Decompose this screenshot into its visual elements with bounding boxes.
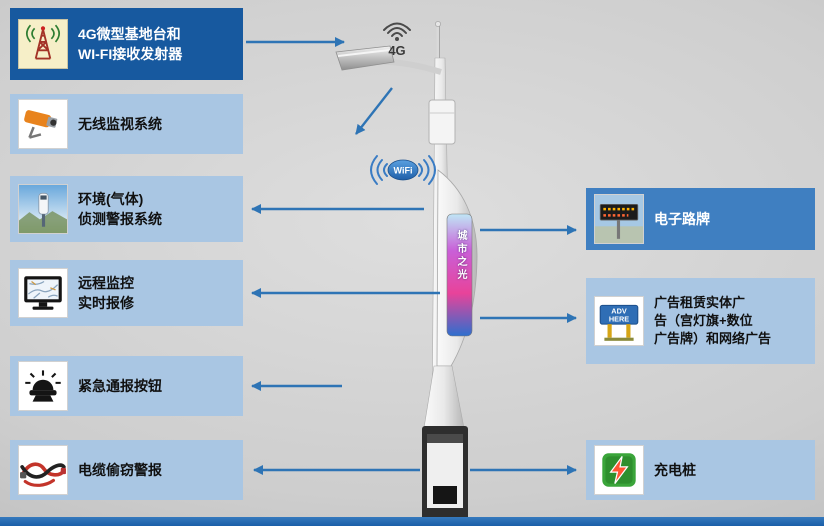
feature-electronic-road-sign: 电子路牌 (586, 188, 815, 250)
feature-cable-theft-alarm: 电缆偷窃警报 (10, 440, 243, 500)
feature-wireless-surveillance: 无线监视系统 (10, 94, 243, 154)
feature-label: 无线监视系统 (78, 115, 162, 132)
cable-icon (18, 445, 68, 495)
feature-emergency-button: 紧急通报按钮 (10, 356, 243, 416)
4g-signal-icon: 4G (383, 22, 411, 58)
pole-base-flare (423, 365, 465, 429)
bottom-accent-bar (0, 517, 824, 526)
antenna-tip (435, 21, 441, 27)
feature-label: 环境(气体) 侦测警报系统 (78, 190, 162, 227)
monitor-icon (18, 268, 68, 318)
feature-label: 4G微型基地台和 WI-FI接收发射器 (78, 25, 183, 62)
billboard-text-line1: ADV (611, 307, 627, 316)
connector-arrows (246, 37, 577, 475)
feature-advertising-leasing: ADV HERE 广告租赁实体广 告（宫灯旗+数位 广告牌）和网络广告 (586, 278, 815, 364)
feature-label: 广告租赁实体广 告（宫灯旗+数位 广告牌）和网络广告 (654, 294, 772, 347)
feature-charging-pile: 充电桩 (586, 440, 815, 500)
gas-detector-icon (18, 184, 68, 234)
road-sign-icon (594, 194, 644, 244)
cctv-camera-icon (18, 99, 68, 149)
feature-label: 电缆偷窃警报 (78, 461, 162, 478)
wifi-label: WiFi (394, 166, 413, 176)
billboard-text-line2: HERE (609, 315, 629, 324)
antenna-tower-icon (18, 19, 68, 69)
pole-equipment-box (428, 99, 456, 145)
feature-label: 远程监控 实时报修 (78, 274, 134, 311)
feature-label: 电子路牌 (654, 210, 710, 227)
pole-display-screen (446, 213, 473, 337)
feature-4g-base-station: 4G微型基地台和 WI-FI接收发射器 (10, 8, 243, 80)
pole-screen-text: 城市之光 (455, 230, 466, 282)
feature-gas-detection: 环境(气体) 侦测警报系统 (10, 176, 243, 242)
emergency-button-icon (18, 361, 68, 411)
wifi-icon: WiFi (370, 155, 436, 185)
billboard-icon: ADV HERE (594, 296, 644, 346)
charger-icon (594, 445, 644, 495)
cabinet-slot (433, 486, 457, 504)
4g-label: 4G (388, 43, 405, 58)
feature-remote-monitoring: 远程监控 实时报修 (10, 260, 243, 326)
arrow-wireless-surveillance (355, 87, 393, 135)
smart-pole (335, 21, 478, 520)
feature-label: 紧急通报按钮 (78, 377, 162, 394)
feature-label: 充电桩 (654, 461, 696, 478)
